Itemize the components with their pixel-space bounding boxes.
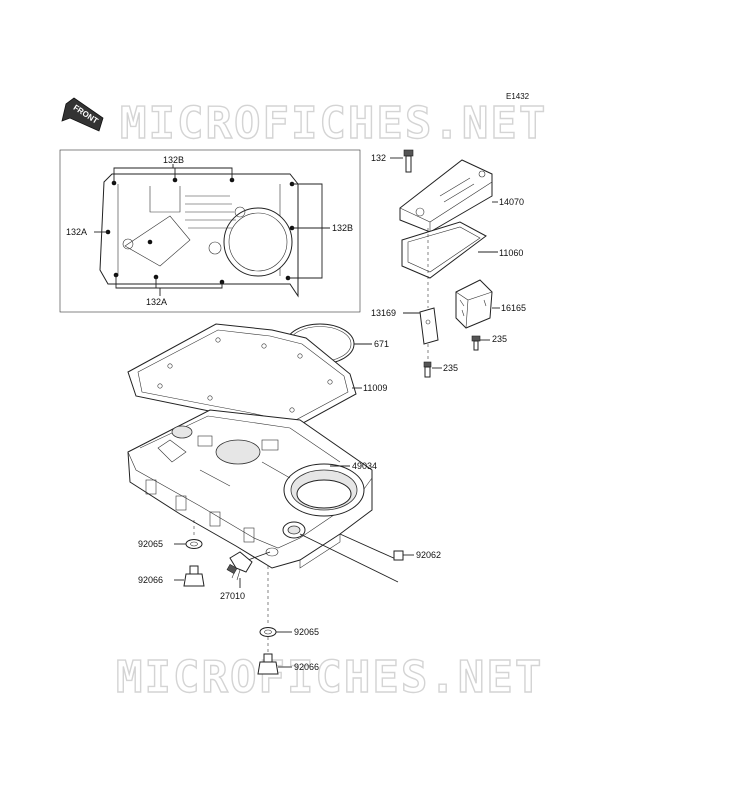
callout-92065-b: 92065	[294, 627, 319, 637]
bracket-13169	[419, 307, 439, 345]
reference-code: E1432	[506, 92, 530, 101]
washer-92065-a	[185, 539, 203, 549]
callout-92066-a: 92066	[138, 575, 163, 585]
callout-235-a: 235	[492, 334, 507, 344]
callout-13169: 13169	[371, 308, 396, 318]
callout-27010: 27010	[220, 591, 245, 601]
watermark-bottom: MICROFICHES.NET	[116, 652, 543, 703]
callout-11009: 11009	[363, 383, 387, 393]
gasket-11060	[401, 221, 487, 279]
bolt-132	[403, 149, 414, 173]
screw-235-a	[471, 335, 481, 351]
callout-132a-left: 132A	[66, 227, 87, 237]
callout-92066-b: 92066	[294, 662, 319, 672]
callout-11060: 11060	[499, 248, 523, 258]
plug-92062	[393, 550, 404, 561]
breather-body-49034	[127, 409, 373, 569]
callout-671: 671	[374, 339, 389, 349]
breather-cover-inset	[99, 173, 299, 298]
drain-plug-92066-a	[183, 565, 205, 587]
callout-235-b: 235	[443, 363, 458, 373]
breather-cover-14070	[399, 159, 493, 233]
switch-27010	[226, 551, 253, 581]
callout-14070: 14070	[499, 197, 524, 207]
front-arrow-icon: FRONT	[61, 97, 104, 132]
watermark-top: MICROFICHES.NET	[120, 98, 547, 149]
callout-49034: 49034	[352, 461, 377, 471]
callout-132a-bottom: 132A	[146, 297, 167, 307]
drain-plug-92066-b	[257, 653, 279, 675]
callout-92065-a: 92065	[138, 539, 163, 549]
screw-235-b	[423, 361, 432, 378]
plate-16165	[455, 279, 493, 329]
washer-92065-b	[259, 627, 277, 637]
callout-16165: 16165	[501, 303, 526, 313]
callout-132b-right: 132B	[332, 223, 353, 233]
inset-frame	[59, 149, 361, 313]
callout-92062: 92062	[416, 550, 441, 560]
gasket-11009	[127, 323, 357, 429]
callout-132b-top: 132B	[163, 155, 184, 165]
callout-132: 132	[371, 153, 386, 163]
